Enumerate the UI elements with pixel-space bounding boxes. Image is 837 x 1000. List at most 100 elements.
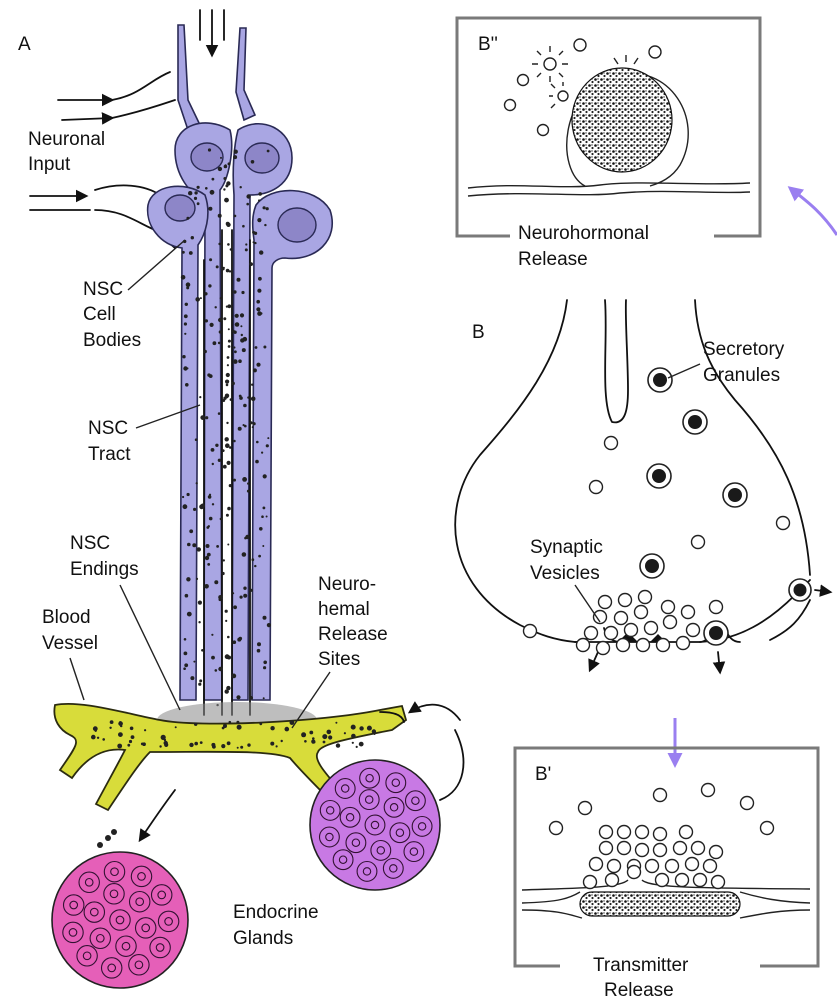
blood-dot xyxy=(351,725,356,730)
granule-dot xyxy=(237,278,241,282)
blood-dot xyxy=(130,727,134,731)
granule-dot xyxy=(266,444,269,447)
granule-dot xyxy=(197,186,200,189)
granule-dot xyxy=(252,426,254,428)
granule-dot xyxy=(253,241,255,243)
released-vesicles xyxy=(550,784,774,889)
blood-dot xyxy=(276,745,278,747)
granule-dot xyxy=(198,601,202,605)
granule-dot xyxy=(222,449,225,452)
blood-dot xyxy=(110,720,114,724)
granule-dot xyxy=(185,303,188,306)
transmitter-vesicle xyxy=(579,802,592,815)
granule-dot xyxy=(183,667,186,670)
synaptic-vesicle xyxy=(664,616,677,629)
synaptic-vesicle xyxy=(662,601,675,614)
granule-dot xyxy=(254,232,257,235)
label-blood-vessel-2: Vessel xyxy=(42,633,98,654)
granule-dot xyxy=(254,565,256,567)
granule-dot xyxy=(211,448,215,452)
label-blood-vessel-1: Blood xyxy=(42,607,91,628)
granule-dot xyxy=(230,398,233,401)
transmitter-vesicle xyxy=(710,846,723,859)
synaptic-vesicle xyxy=(625,624,638,637)
granule-dot xyxy=(215,669,218,672)
granule-dot xyxy=(257,218,261,222)
granule-dot xyxy=(204,292,207,295)
granule-dot xyxy=(223,188,225,190)
granule-dot xyxy=(263,507,266,510)
granule-dot xyxy=(251,384,253,386)
granule-dot xyxy=(233,290,236,293)
granule-dot xyxy=(187,543,191,547)
blood-dot xyxy=(229,721,232,724)
label-secretory-1: Secretory xyxy=(703,339,785,360)
granule-dot xyxy=(257,642,261,646)
granule-dot xyxy=(235,322,240,327)
granule-dot xyxy=(225,395,228,398)
granule-dot xyxy=(258,555,261,558)
granule-dot xyxy=(216,545,219,548)
blood-dot xyxy=(344,732,346,734)
granule-dot xyxy=(249,262,253,266)
blood-dot xyxy=(309,731,313,735)
synaptic-vesicle xyxy=(599,596,612,609)
granule-dot xyxy=(197,547,201,551)
transmitter-vesicle xyxy=(608,860,621,873)
label-nsc-endings-2: Endings xyxy=(70,559,139,580)
granule-dot xyxy=(227,461,231,465)
granule-dot xyxy=(240,596,243,599)
granule-dot xyxy=(184,663,188,667)
granule-dot xyxy=(215,306,217,308)
granule-dot xyxy=(211,656,215,660)
transmitter-vesicle xyxy=(600,826,613,839)
granule-dot xyxy=(229,446,232,449)
granule-dot xyxy=(232,592,234,594)
synaptic-vesicle xyxy=(597,642,610,655)
blood-dot xyxy=(194,742,198,746)
granule-dot xyxy=(193,508,196,511)
transmitter-vesicle xyxy=(654,844,667,857)
granule-dot xyxy=(241,334,243,336)
granule-dot xyxy=(184,652,188,656)
granule-dot xyxy=(183,366,187,370)
label-neurohemal-2: hemal xyxy=(318,599,370,620)
label-nsc-cell-bodies-1: NSC xyxy=(83,279,123,300)
granule-dot xyxy=(227,304,231,308)
blood-dot xyxy=(247,743,250,746)
label-neurohemal-1: Neuro- xyxy=(318,574,376,595)
synaptic-vesicle xyxy=(590,481,603,494)
granule-dot xyxy=(244,425,247,428)
granule-dot xyxy=(226,306,228,308)
transmitter-vesicle xyxy=(676,874,689,887)
transmitter-vesicle xyxy=(680,826,693,839)
label-nsc-tract-2: Tract xyxy=(88,444,131,465)
granule-dot xyxy=(225,437,229,441)
granule-dot xyxy=(218,595,223,600)
blood-dot xyxy=(322,734,327,739)
granule-dot xyxy=(242,348,246,352)
granule-dot xyxy=(237,638,241,642)
granule-dot xyxy=(226,384,229,387)
granule-dot xyxy=(234,215,237,218)
granule-dot xyxy=(267,437,269,439)
label-neurohemal-4: Sites xyxy=(318,649,360,670)
label-transmitter-1: Transmitter xyxy=(593,955,689,976)
blood-dot xyxy=(120,725,122,727)
granule-dot xyxy=(256,441,259,444)
transmitter-vesicle xyxy=(712,876,725,889)
synaptic-vesicle xyxy=(692,536,705,549)
granule-dot xyxy=(226,514,229,517)
panel-b: B Secretory Granules Synaptic Vesic xyxy=(455,300,830,672)
granule-dot xyxy=(263,346,266,349)
granule-dot xyxy=(227,356,230,359)
granule-dot xyxy=(208,207,212,211)
transmitter-vesicle xyxy=(550,822,563,835)
granule-dot xyxy=(234,350,237,353)
granule-dot xyxy=(212,503,214,505)
granule-dot xyxy=(195,438,198,441)
blood-dot xyxy=(194,723,197,726)
granule-dot xyxy=(227,364,229,366)
label-neurohemal-3: Release xyxy=(318,624,388,645)
